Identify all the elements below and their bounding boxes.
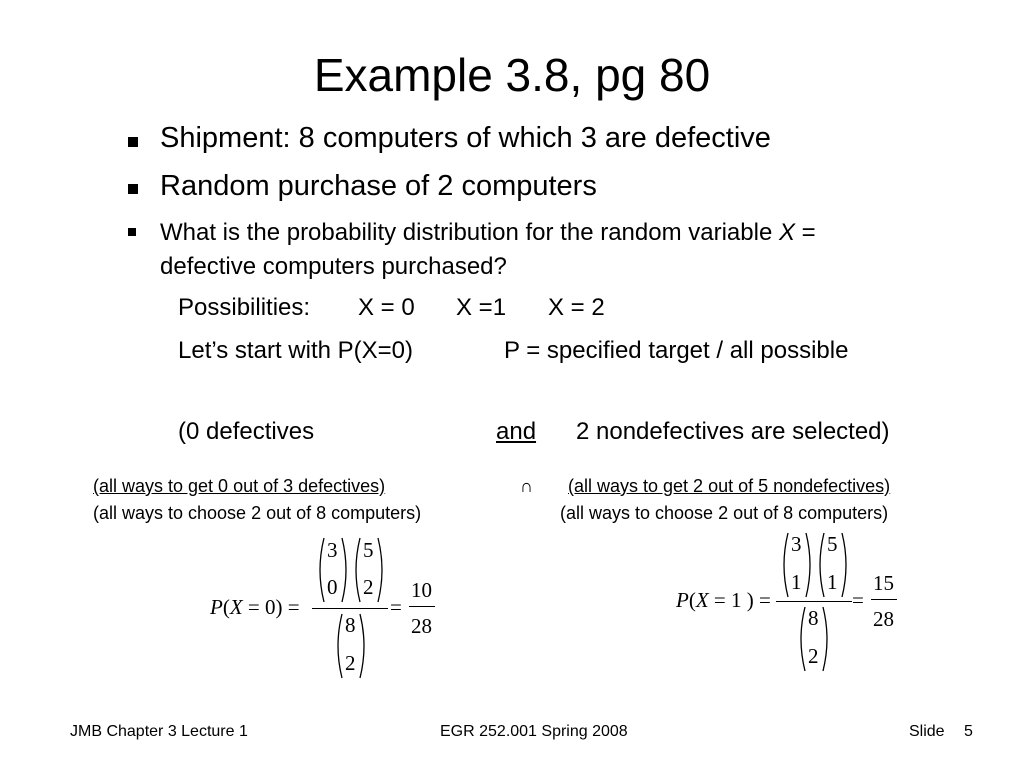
eq0-rest: = 0) =: [242, 595, 300, 619]
bullet-marker: [128, 137, 138, 147]
eq0-binom3-top: 8: [345, 613, 356, 637]
selection-right: 2 nondefectives are selected): [576, 418, 890, 445]
eq1-x: X: [695, 588, 709, 612]
ways-denominator-left: (all ways to choose 2 out of 8 computers…: [93, 503, 422, 523]
eq1-fraction-bar: [776, 601, 852, 602]
binomial-paren-pair: [783, 532, 811, 598]
slide-title: Example 3.8, pg 80: [313, 49, 711, 101]
binomial-paren-pair: [337, 613, 365, 679]
ways-denominator-right: (all ways to choose 2 out of 8 computers…: [560, 503, 889, 523]
possibility-x2: X = 2: [548, 294, 605, 321]
possibility-x0: X = 0: [358, 294, 415, 321]
intersection-symbol: ∩: [520, 476, 533, 496]
eq1-result-denominator: 28: [873, 607, 894, 631]
bullet-question-line2: defective computers purchased?: [160, 253, 507, 280]
binomial-paren-pair: [800, 606, 828, 672]
bullet-question: What is the probability distribution for…: [160, 216, 816, 250]
eq0-x: X: [229, 595, 243, 619]
eq1-p: P: [676, 588, 689, 612]
start-line-left: Let’s start with P(X=0): [178, 337, 413, 364]
eq1-open-paren: (: [688, 588, 696, 612]
eq0-result-numerator: 10: [411, 578, 432, 602]
binomial-paren-pair: [355, 537, 383, 603]
footer-course: JMB Chapter 3 Lecture 1: [70, 723, 248, 740]
eq1-lhs: P(X = 1 ) =: [676, 588, 771, 613]
eq1-binom3-bottom: 2: [808, 644, 819, 668]
selection-and: and: [496, 418, 537, 445]
eq1-rest: = 1 ) =: [708, 588, 771, 612]
selection-left: (0 defectives: [178, 418, 315, 445]
ways-numerator-left: (all ways to get 0 out of 3 defectives): [93, 476, 386, 496]
binomial-paren-pair: [319, 537, 347, 603]
eq1-binom1-top: 3: [791, 532, 802, 556]
possibilities-label: Possibilities:: [178, 294, 311, 321]
bullet-marker: [128, 228, 136, 236]
eq0-binom3-bottom: 2: [345, 651, 356, 675]
eq0-binom1-bottom: 0: [327, 575, 338, 599]
eq0-result-denominator: 28: [411, 614, 432, 638]
eq1-binom1-bottom: 1: [791, 570, 802, 594]
eq0-fraction-bar: [312, 608, 388, 609]
eq1-equals: =: [852, 588, 864, 612]
bullet-question-text: What is the probability distribution for…: [160, 219, 779, 246]
bullet-shipment: Shipment: 8 computers of which 3 are def…: [160, 122, 771, 154]
eq1-binom2-top: 5: [827, 532, 838, 556]
bullet-marker: [128, 184, 138, 194]
eq0-lhs: P(X = 0) =: [210, 595, 300, 620]
eq0-result-bar: [409, 606, 435, 607]
eq1-result-bar: [871, 599, 897, 600]
footer-slide-number: 5: [964, 723, 973, 740]
ways-numerator-right: (all ways to get 2 out of 5 nondefective…: [568, 476, 891, 496]
footer-term: EGR 252.001 Spring 2008: [440, 723, 628, 740]
random-variable-x: X: [778, 219, 795, 246]
eq0-equals: =: [390, 595, 402, 619]
binomial-paren-pair: [819, 532, 847, 598]
start-line-right: P = specified target / all possible: [504, 337, 849, 364]
eq0-binom2-bottom: 2: [363, 575, 374, 599]
footer-slide-label: Slide: [909, 723, 945, 740]
bullet-random-purchase: Random purchase of 2 computers: [160, 170, 597, 202]
eq0-binom1-top: 3: [327, 538, 338, 562]
eq1-binom2-bottom: 1: [827, 570, 838, 594]
eq1-binom3-top: 8: [808, 606, 819, 630]
eq0-binom2-top: 5: [363, 538, 374, 562]
eq1-result-numerator: 15: [873, 571, 894, 595]
eq0-p: P: [210, 595, 223, 619]
bullet-question-equals: =: [795, 219, 816, 246]
eq0-open-paren: (: [222, 595, 230, 619]
possibility-x1: X =1: [456, 294, 507, 321]
